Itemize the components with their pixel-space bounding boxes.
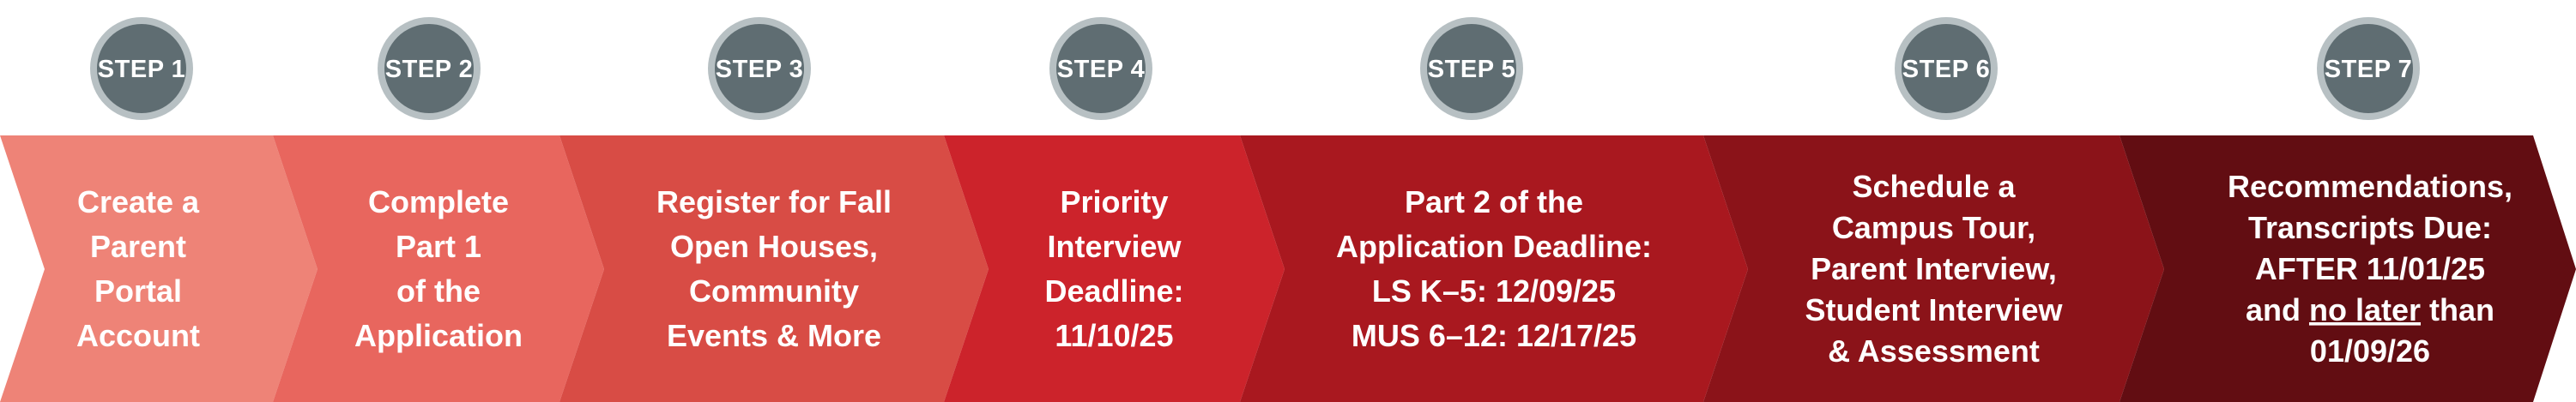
step-2-badge: STEP 2 (378, 17, 481, 120)
step-6-text-line: Schedule a (1852, 169, 2016, 204)
step-2-text-line: Application (354, 318, 523, 353)
step-6-text-line: Parent Interview, (1811, 251, 2057, 286)
step-6-text-line: Student Interview (1805, 292, 2063, 327)
step-5-text-line: MUS 6–12: 12/17/25 (1351, 318, 1636, 353)
step-5-chevron-shape (1240, 135, 1748, 402)
step-3-text-line: Register for Fall (656, 184, 892, 219)
step-3-badge: STEP 3 (708, 17, 811, 120)
step-2-chevron-shape (273, 135, 604, 402)
step-3-text-line: Community (689, 273, 859, 309)
step-2-text-line: of the (396, 273, 481, 309)
step-6-chevron-shape (1703, 135, 2164, 402)
step-7-text-line: AFTER 11/01/25 (2255, 251, 2485, 286)
step-4-text-line: Interview (1047, 229, 1182, 264)
step-5-text-line: LS K–5: 12/09/25 (1372, 273, 1616, 309)
step-4-chevron-shape (944, 135, 1285, 402)
step-badge-circle (715, 24, 804, 113)
step-7-chevron-shape (2119, 135, 2576, 402)
step-3-chevron-shape (559, 135, 989, 402)
step-6-chevron: Schedule a Campus Tour, Parent Interview, S… (1703, 135, 2164, 402)
step-badge-row: STEP 1 STEP 2 STEP 3 STEP 4 STEP 5 STEP 6 STEP… (90, 17, 2420, 120)
step-badge-circle (1902, 24, 1991, 113)
step-5-text-line: Part 2 of the (1405, 184, 1583, 219)
step-4-text-line: Priority (1060, 184, 1168, 219)
step-badge-circle (97, 24, 186, 113)
step-4-text-line: Deadline: (1044, 273, 1183, 309)
step-7-text-line: 01/09/26 (2310, 333, 2430, 369)
step-1-badge: STEP 1 (90, 17, 193, 120)
step-badge-circle (1056, 24, 1146, 113)
chevron-row: Create aParentPortalAccountCompletePart … (0, 135, 2576, 402)
step-1-chevron-shape (0, 135, 317, 402)
step-badge-label: STEP 7 (2325, 56, 2412, 83)
step-6-badge: STEP 6 (1895, 17, 1998, 120)
step-badge-label: STEP 1 (98, 56, 185, 83)
step-4-badge: STEP 4 (1049, 17, 1152, 120)
step-7-text-line: Transcripts Due: (2248, 210, 2492, 245)
step-6-text-line: Campus Tour, (1832, 210, 2035, 245)
step-2-text-line: Complete (368, 184, 509, 219)
step-badge-circle (2324, 24, 2413, 113)
step-badge-label: STEP 2 (385, 56, 473, 83)
step-5-badge: STEP 5 (1420, 17, 1523, 120)
step-1-text-line: Create a (77, 184, 200, 219)
step-7-text-line: and no later than (2246, 292, 2494, 327)
step-badge-label: STEP 3 (716, 56, 803, 83)
step-1-text-line: Portal (94, 273, 182, 309)
step-3-text-line: Events & More (667, 318, 881, 353)
step-badge-circle (384, 24, 474, 113)
step-7-chevron: Recommendations, Transcripts Due: AFTER 11… (2119, 135, 2576, 402)
step-badge-label: STEP 6 (1902, 56, 1990, 83)
step-badge-label: STEP 5 (1428, 56, 1515, 83)
step-7-text-line: Recommendations, (2228, 169, 2513, 204)
step-badge-circle (1427, 24, 1516, 113)
step-1-text-line: Parent (90, 229, 186, 264)
step-6-text-line: & Assessment (1828, 333, 2040, 369)
step-4-text-line: 11/10/25 (1055, 318, 1173, 353)
step-3-text-line: Open Houses, (670, 229, 878, 264)
step-2-text-line: Part 1 (396, 229, 481, 264)
step-1-text-line: Account (76, 318, 200, 353)
step-badge-label: STEP 4 (1057, 56, 1145, 83)
step-5-text-line: Application Deadline: (1336, 229, 1652, 264)
step-7-badge: STEP 7 (2317, 17, 2420, 120)
